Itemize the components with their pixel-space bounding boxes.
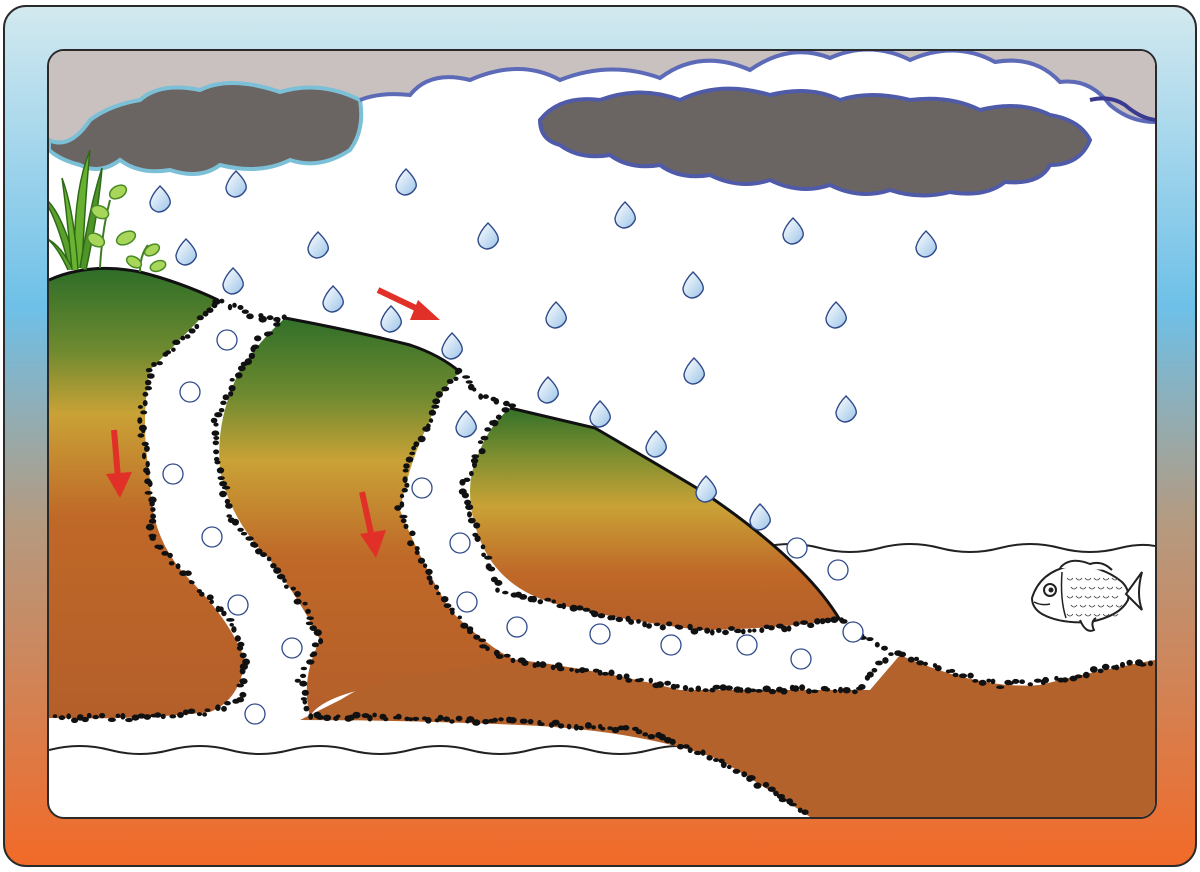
raindrop-icon	[380, 305, 402, 333]
raindrop-icon	[825, 301, 847, 329]
raindrops	[149, 168, 937, 531]
bedrock-soil	[300, 655, 1155, 817]
lake	[49, 543, 1155, 755]
raindrop-icon	[682, 271, 704, 299]
raindrop-icon	[222, 267, 244, 295]
fish	[1030, 559, 1143, 632]
raindrop-icon	[683, 357, 705, 385]
infiltration-water	[162, 329, 864, 725]
raindrop-icon	[545, 301, 567, 329]
water-bubble	[827, 559, 849, 581]
raindrop-icon	[322, 285, 344, 313]
raindrop-icon	[149, 185, 171, 213]
seedling	[86, 184, 167, 273]
water-bubble	[660, 634, 682, 656]
raindrop-icon	[307, 231, 329, 259]
storm-cloud	[49, 51, 1155, 198]
water-bubble	[736, 634, 758, 656]
raindrop-icon	[614, 201, 636, 229]
grass	[49, 149, 103, 271]
raindrop-icon	[455, 410, 477, 438]
water-bubble	[786, 537, 808, 559]
raindrop-icon	[782, 217, 804, 245]
water-bubble	[790, 648, 812, 670]
raindrop-icon	[645, 430, 667, 458]
water-bubble	[227, 594, 249, 616]
raindrop-icon	[695, 475, 717, 503]
water-bubble	[244, 703, 266, 725]
raindrop-icon	[589, 400, 611, 428]
water-bubble	[216, 329, 238, 351]
water-bubble	[449, 532, 471, 554]
water-bubble	[506, 616, 528, 638]
infiltration-arrow	[106, 429, 386, 558]
runoff-arrow	[376, 287, 440, 320]
water-bubble	[162, 463, 184, 485]
raindrop-icon	[395, 168, 417, 196]
water-bubble	[179, 381, 201, 403]
raindrop-icon	[915, 230, 937, 258]
water-bubble	[201, 526, 223, 548]
water-bubble	[281, 637, 303, 659]
raindrop-icon	[441, 332, 463, 360]
raindrop-icon	[477, 222, 499, 250]
water-bubble	[842, 621, 864, 643]
raindrop-icon	[835, 395, 857, 423]
raindrop-icon	[537, 376, 559, 404]
soil-boundary-pebbles	[52, 298, 1153, 815]
water-bubble	[411, 477, 433, 499]
raindrop-icon	[175, 238, 197, 266]
water-bubble	[456, 591, 478, 613]
water-bubble	[589, 623, 611, 645]
raindrop-icon	[749, 503, 771, 531]
raindrop-icon	[225, 170, 247, 198]
